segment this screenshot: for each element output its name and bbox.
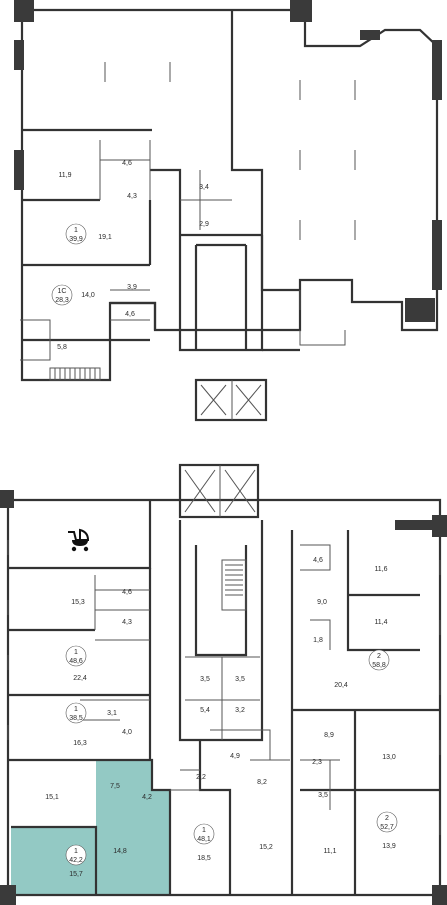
room-area: 22,4 xyxy=(73,675,87,682)
room-area: 8,2 xyxy=(257,779,267,786)
room-area: 3,5 xyxy=(235,676,245,683)
room-area: 20,4 xyxy=(334,682,348,689)
room-area: 16,3 xyxy=(73,740,87,747)
room-area: 4,9 xyxy=(230,753,240,760)
room-area: 1,8 xyxy=(313,637,323,644)
stroller-icon xyxy=(68,528,90,552)
apartment-rooms: 1 xyxy=(74,706,78,713)
room-area: 4,6 xyxy=(125,311,135,318)
apartment-rooms: 1 xyxy=(74,227,78,234)
apartment-area: 48,6 xyxy=(69,658,83,665)
room-area: 2,2 xyxy=(196,774,206,781)
apartment-area: 28,3 xyxy=(55,297,69,304)
room-area: 19,1 xyxy=(98,234,112,241)
apartment-rooms: 1 xyxy=(74,848,78,855)
room-area: 3,2 xyxy=(235,707,245,714)
room-area: 11,4 xyxy=(374,619,387,626)
room-area: 3,1 xyxy=(107,710,117,717)
apartment-area: 42,2 xyxy=(69,857,83,864)
room-area: 2,3 xyxy=(312,759,322,766)
room-area: 4,0 xyxy=(122,729,132,736)
apartment-area: 52,7 xyxy=(380,824,394,831)
room-area: 13,9 xyxy=(382,843,396,850)
apartment-rooms: 1С xyxy=(58,288,67,295)
room-area: 11,6 xyxy=(374,566,387,573)
room-area: 8,9 xyxy=(324,732,334,739)
room-area-labels: 11,9 4,6 4,3 19,1 3,4 2,9 14,0 3,9 4,6 5… xyxy=(45,160,396,878)
room-area: 9,0 xyxy=(317,599,327,606)
room-area: 3,4 xyxy=(199,184,209,191)
room-area: 4,6 xyxy=(122,589,132,596)
apartment-rooms: 2 xyxy=(385,815,389,822)
room-area: 15,7 xyxy=(69,871,83,878)
bottom-building-walls xyxy=(0,463,447,905)
room-area: 18,5 xyxy=(197,855,211,862)
apartment-label-1[interactable]: 1 39,9 xyxy=(65,223,87,245)
apartment-area: 48,1 xyxy=(197,836,211,843)
room-area: 4,3 xyxy=(127,193,137,200)
apartment-area: 58,8 xyxy=(372,662,386,669)
room-area: 13,0 xyxy=(382,754,396,761)
apartment-rooms: 2 xyxy=(377,653,381,660)
room-area: 15,2 xyxy=(259,844,273,851)
room-area: 4,6 xyxy=(313,557,323,564)
room-area: 14,8 xyxy=(113,848,127,855)
room-area: 4,6 xyxy=(122,160,132,167)
room-area: 15,3 xyxy=(71,599,85,606)
room-area: 15,1 xyxy=(45,794,59,801)
apartment-rooms: 1 xyxy=(202,827,206,834)
apartment-rooms: 1 xyxy=(74,649,78,656)
room-area: 11,9 xyxy=(58,172,71,179)
apartment-label-2[interactable]: 1С 28,3 xyxy=(51,284,73,306)
room-area: 5,8 xyxy=(57,344,67,351)
apartment-label-7[interactable]: 2 58,8 xyxy=(368,649,390,671)
room-area: 3,5 xyxy=(318,792,328,799)
room-area: 7,5 xyxy=(110,783,120,790)
apartment-label-8[interactable]: 2 52,7 xyxy=(376,811,398,833)
apartment-area: 39,9 xyxy=(69,236,83,243)
apartment-label-3[interactable]: 1 48,6 xyxy=(65,645,87,667)
room-area: 3,5 xyxy=(200,676,210,683)
room-area: 4,3 xyxy=(122,619,132,626)
apartment-label-6[interactable]: 1 48,1 xyxy=(193,823,215,845)
room-area: 5,4 xyxy=(200,707,210,714)
apartment-label-5[interactable]: 1 42,2 xyxy=(65,844,87,866)
apartment-label-4[interactable]: 1 38,5 xyxy=(65,702,87,724)
room-area: 4,2 xyxy=(142,794,152,801)
room-area: 2,9 xyxy=(199,221,209,228)
apartment-area: 38,5 xyxy=(69,715,83,722)
room-area: 11,1 xyxy=(323,848,336,855)
room-area: 14,0 xyxy=(81,292,95,299)
room-area: 3,9 xyxy=(127,284,137,291)
top-building-walls xyxy=(14,0,442,422)
